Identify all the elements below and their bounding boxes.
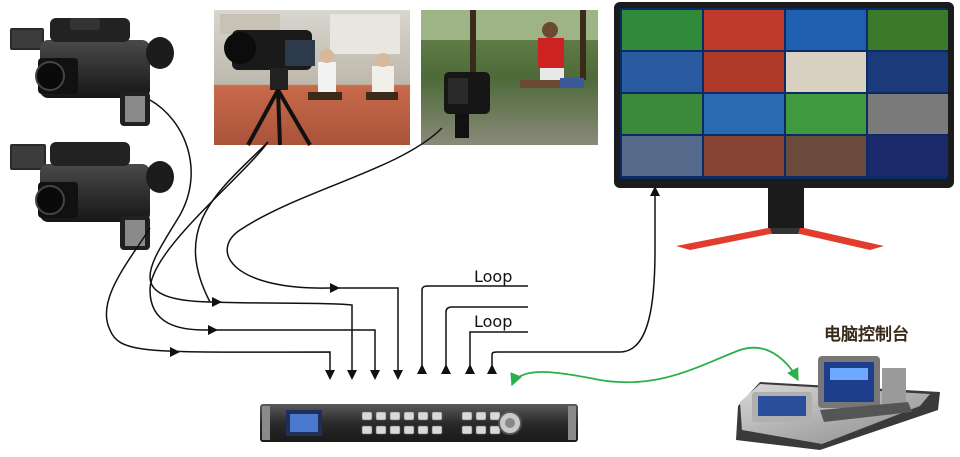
loop-label-bottom: Loop <box>474 312 512 331</box>
monitor-tile <box>868 52 948 92</box>
monitor-tile <box>786 94 866 134</box>
monitor-tile <box>622 52 702 92</box>
switcher-button[interactable] <box>431 411 443 421</box>
switcher-button[interactable] <box>475 411 487 421</box>
switcher-button[interactable] <box>375 411 387 421</box>
switcher-button[interactable] <box>389 425 401 435</box>
monitor-tile <box>704 94 784 134</box>
cable-output-monitor <box>491 192 656 372</box>
switcher-button[interactable] <box>461 411 473 421</box>
cable-loop-bottom <box>445 306 528 372</box>
switcher-button[interactable] <box>389 411 401 421</box>
loop-label-top: Loop <box>474 267 512 286</box>
monitor-tile <box>786 10 866 50</box>
camcorder-icon <box>10 142 174 250</box>
monitor-tile <box>868 94 948 134</box>
video-matrix-switcher <box>260 404 578 442</box>
switcher-button[interactable] <box>361 411 373 421</box>
signal-cables <box>105 99 656 372</box>
monitor-tile <box>704 136 784 176</box>
monitor-tile <box>786 52 866 92</box>
switcher-button[interactable] <box>403 425 415 435</box>
monitor-tile <box>704 52 784 92</box>
cable-loop-top <box>421 285 528 372</box>
switcher-button[interactable] <box>461 425 473 435</box>
switcher-button[interactable] <box>475 425 487 435</box>
switcher-button[interactable] <box>417 425 429 435</box>
switcher-button[interactable] <box>375 425 387 435</box>
switcher-button[interactable] <box>489 425 501 435</box>
switcher-button[interactable] <box>431 425 443 435</box>
multiview-monitor <box>614 2 954 250</box>
switcher-button[interactable] <box>489 411 501 421</box>
monitor-tile <box>704 10 784 50</box>
switcher-button[interactable] <box>417 411 429 421</box>
computer-control-console <box>736 356 940 450</box>
monitor-tile <box>868 136 948 176</box>
arrowheads <box>170 186 660 380</box>
studio-interview-photo <box>214 10 410 147</box>
camcorder-icon <box>10 18 174 126</box>
monitor-tile <box>622 136 702 176</box>
monitor-tile <box>622 10 702 50</box>
control-pc-label: 电脑控制台 <box>824 324 909 345</box>
monitor-tile <box>786 136 866 176</box>
monitor-tile <box>622 94 702 134</box>
cable-studio <box>194 141 269 303</box>
cable-outdoor <box>226 127 443 372</box>
cable-camera2 <box>105 227 331 372</box>
switcher-button[interactable] <box>403 411 415 421</box>
switcher-button[interactable] <box>361 425 373 435</box>
cable-camera1 <box>149 99 353 372</box>
outdoor-camera-photo <box>421 10 598 145</box>
monitor-tile <box>868 10 948 50</box>
control-link <box>510 347 799 387</box>
